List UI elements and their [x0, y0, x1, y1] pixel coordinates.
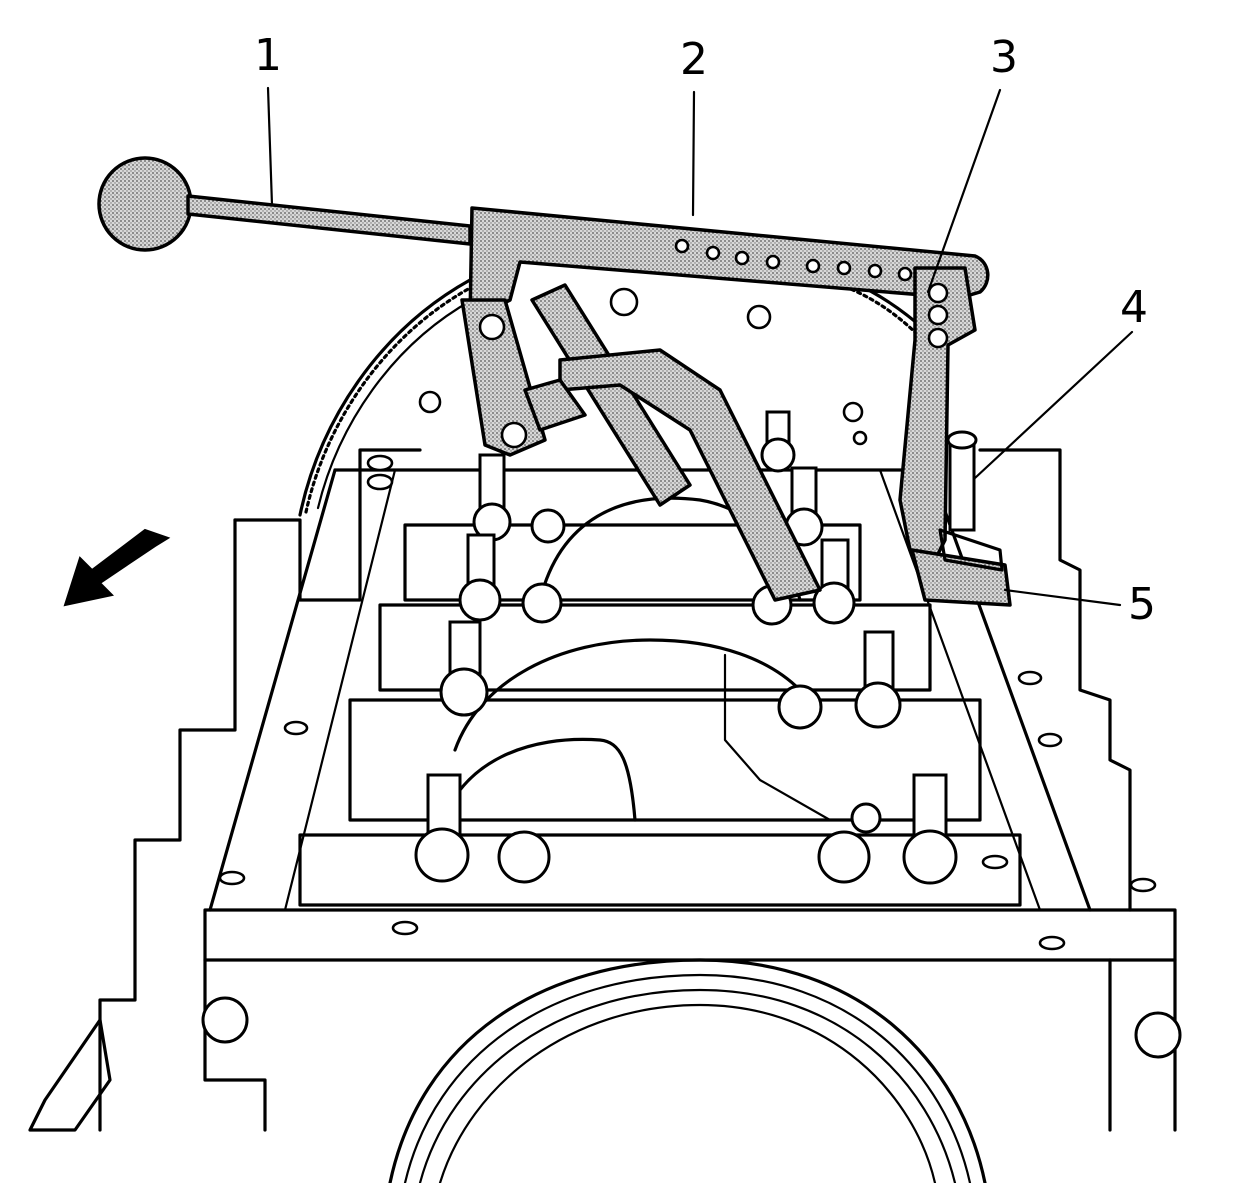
leader-line-2 — [691, 90, 696, 217]
tool-push-rod — [523, 283, 822, 602]
callout-2: 2 — [680, 34, 708, 85]
block-hole — [1037, 732, 1063, 748]
bolt-head — [760, 437, 796, 473]
block-hole — [1129, 877, 1157, 893]
tool-bolt — [938, 430, 1004, 572]
flywheel-hole — [852, 430, 868, 446]
leader-line-5 — [1003, 588, 1122, 607]
engine-block — [28, 448, 1182, 1185]
leader-line-3 — [926, 88, 1002, 294]
bolt-head — [777, 684, 823, 730]
callout-5: 5 — [1128, 579, 1156, 630]
flywheel-hole — [609, 287, 639, 317]
bolt-head — [439, 667, 489, 717]
tool-frame — [460, 206, 990, 457]
block-hole — [218, 870, 246, 886]
block-hole — [1038, 935, 1066, 951]
bolt — [863, 630, 895, 692]
flywheel-hole — [418, 390, 442, 414]
leader-line-4 — [973, 330, 1134, 480]
bolt-head — [458, 578, 502, 622]
bolt-head — [414, 827, 470, 883]
callout-3: 3 — [990, 32, 1018, 83]
tool-handle — [97, 156, 472, 252]
leader-line-1 — [266, 86, 274, 207]
block-hole — [391, 920, 419, 936]
leader-lines — [266, 86, 1134, 607]
bolt-head — [817, 830, 871, 884]
callout-1: 1 — [254, 30, 282, 81]
bolt-head — [902, 829, 958, 885]
bolt-head — [530, 508, 566, 544]
bolt — [912, 773, 948, 842]
block-hole — [1017, 670, 1043, 686]
callout-4: 4 — [1120, 282, 1148, 333]
block-hole — [981, 854, 1009, 870]
bolt-head — [201, 996, 249, 1044]
bolt-head — [1134, 1011, 1182, 1059]
bolt-head — [854, 681, 902, 729]
direction-arrow-icon — [63, 528, 171, 607]
flywheel-hole — [746, 304, 772, 330]
tool-right-arm — [898, 266, 1012, 607]
flywheel-hole — [842, 401, 864, 423]
bolt-head — [521, 582, 563, 624]
bolt-head — [497, 830, 551, 884]
main-bearing-bolts — [414, 410, 958, 885]
block-hole — [283, 720, 309, 736]
bolt-head — [812, 581, 856, 625]
block-hole — [366, 454, 394, 472]
bolt-head — [850, 802, 882, 834]
block-hole — [366, 473, 394, 491]
